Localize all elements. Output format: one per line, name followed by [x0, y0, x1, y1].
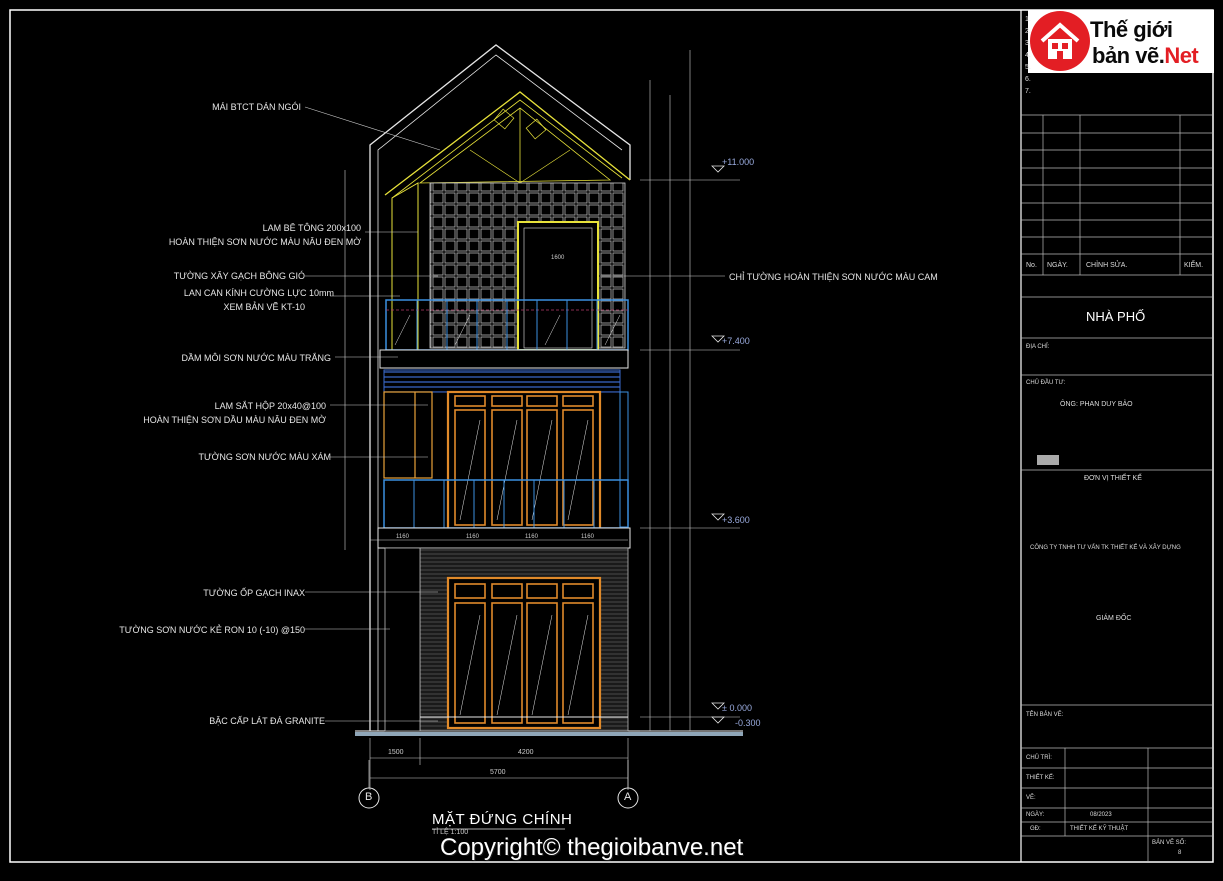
- building-outline: [369, 44, 631, 731]
- phase-value: THIẾT KẾ KỸ THUẬT: [1070, 826, 1129, 832]
- company-name: CÔNG TY TNHH TƯ VẤN TK THIẾT KẾ VÀ XÂY D…: [1030, 545, 1181, 551]
- label-grey-wall: TƯỜNG SƠN NƯỚC MÀU XÁM: [198, 452, 331, 462]
- dim-door-width: 1600: [551, 255, 565, 261]
- dim-span-3: 1160: [525, 534, 538, 540]
- label-steel-louver: LAM SẮT HỘP 20x40@100: [214, 401, 326, 411]
- level-floor3: +7.400: [722, 336, 750, 346]
- label-tile-wall: TƯỜNG ỐP GẠCH INAX: [203, 588, 305, 598]
- level-floor2: +3.600: [722, 515, 750, 525]
- beam: [379, 349, 629, 369]
- sheet-number: 8: [1178, 850, 1182, 856]
- rev-5: 5.: [1025, 64, 1031, 71]
- phase-label: GĐ:: [1030, 826, 1041, 832]
- label-beam: DẦM MÔI SƠN NƯỚC MÀU TRẮNG: [181, 353, 331, 363]
- brand-logo: Thế giới bản vẽ.Net: [1028, 10, 1214, 73]
- rev-2: 2.: [1025, 28, 1031, 35]
- dim-total: 5700: [490, 769, 506, 776]
- second-floor-door-frame: [446, 390, 602, 532]
- ground-door-frame: [446, 576, 602, 730]
- second-floor-door-panels: [454, 395, 594, 526]
- logo-line-2: bản vẽ.Net: [1092, 43, 1199, 68]
- project-name: NHÀ PHỐ: [1086, 309, 1146, 324]
- sheet-number-label: BẢN VẼ SỐ:: [1152, 840, 1187, 846]
- dim-bottom-2: 4200: [518, 749, 534, 756]
- drawing-scale: TỈ LỆ 1:100: [432, 829, 469, 836]
- label-groove-wall: TƯỜNG SƠN NƯỚC KẺ RON 10 (-10) @150: [119, 625, 305, 635]
- sheet-name-label: TÊN BẢN VẼ:: [1026, 712, 1064, 718]
- designer-label: ĐƠN VỊ THIẾT KẾ: [1084, 475, 1142, 482]
- leader-lines: [304, 106, 725, 722]
- owner-name: ÔNG: PHAN DUY BẢO: [1060, 401, 1133, 408]
- label-see-drawing: XEM BẢN VẼ KT-10: [223, 302, 305, 312]
- drawing-title: MẶT ĐỨNG CHÍNH: [432, 811, 573, 828]
- dim-span-4: 1160: [581, 534, 594, 540]
- steel-louver: [383, 369, 621, 393]
- ground-door-panels: [454, 583, 594, 724]
- label-concrete-louver-finish: HOÀN THIỆN SƠN NƯỚC MÀU NÂU ĐEN MỜ: [168, 237, 361, 247]
- level-roof: +11.000: [722, 157, 755, 167]
- rev-6: 6.: [1025, 76, 1031, 83]
- level-ground: ± 0.000: [722, 703, 752, 713]
- second-glass-railing: [383, 479, 629, 529]
- label-granite-step: BẬC CẤP LÁT ĐÁ GRANITE: [209, 716, 325, 726]
- label-steel-louver-finish: HOÀN THIỆN SƠN DẦU MÀU NÂU ĐEN MỜ: [143, 415, 326, 425]
- axis-label-b: B: [365, 791, 373, 803]
- label-orange-trim: CHỈ TƯỜNG HOÀN THIỆN SƠN NƯỚC MÀU CAM: [729, 272, 938, 282]
- ngay-value: 08/2023: [1090, 812, 1112, 818]
- dim-span-2: 1160: [466, 534, 479, 540]
- rev-4: 4.: [1025, 52, 1031, 59]
- level-markers: [711, 165, 725, 724]
- rev-head-no: No.: [1026, 262, 1037, 269]
- title-block-lines: [1021, 114, 1213, 862]
- label-glass-railing: LAN CAN KÍNH CƯỜNG LỰC 10mm: [183, 288, 334, 298]
- level-grade: -0.300: [735, 718, 761, 728]
- rev-head-change: CHỈNH SỬA.: [1086, 262, 1128, 269]
- ve-label: VẼ:: [1026, 795, 1036, 801]
- label-roof: MÁI BTCT DÁN NGÓI: [212, 102, 301, 112]
- logo-line-1: Thế giới: [1090, 17, 1173, 42]
- thietke-label: THIẾT KẾ:: [1026, 775, 1055, 781]
- copyright-watermark: Copyright© thegioibanve.net: [440, 834, 744, 861]
- rev-7: 7.: [1025, 88, 1031, 95]
- dim-span-1: 1160: [396, 534, 409, 540]
- axis-label-a: A: [624, 791, 632, 803]
- ngay-label: NGÀY:: [1026, 812, 1045, 818]
- rev-3: 3.: [1025, 40, 1031, 47]
- chutri-label: CHỦ TRÌ:: [1026, 755, 1052, 761]
- label-concrete-louver: LAM BÊ TÔNG 200x100: [262, 223, 361, 233]
- inner-gable: [384, 91, 631, 196]
- vertical-dimension-lines: [640, 50, 740, 732]
- label-breeze-block: TƯỜNG XÂY GẠCH BÔNG GIÓ: [173, 271, 305, 281]
- dim-bottom-1: 1500: [388, 749, 404, 756]
- director-label: GIÁM ĐỐC: [1096, 615, 1132, 622]
- rev-head-date: NGÀY.: [1047, 262, 1068, 269]
- sheet-border: [9, 9, 1214, 863]
- rev-head-check: KIỂM.: [1184, 262, 1204, 269]
- address-label: ĐỊA CHỈ:: [1026, 344, 1050, 350]
- owner-label: CHỦ ĐẦU TƯ:: [1026, 380, 1066, 386]
- rev-1: 1.: [1025, 16, 1031, 23]
- upper-opening: [517, 221, 599, 351]
- house-icon: [1030, 11, 1090, 71]
- ground-line: [355, 732, 743, 736]
